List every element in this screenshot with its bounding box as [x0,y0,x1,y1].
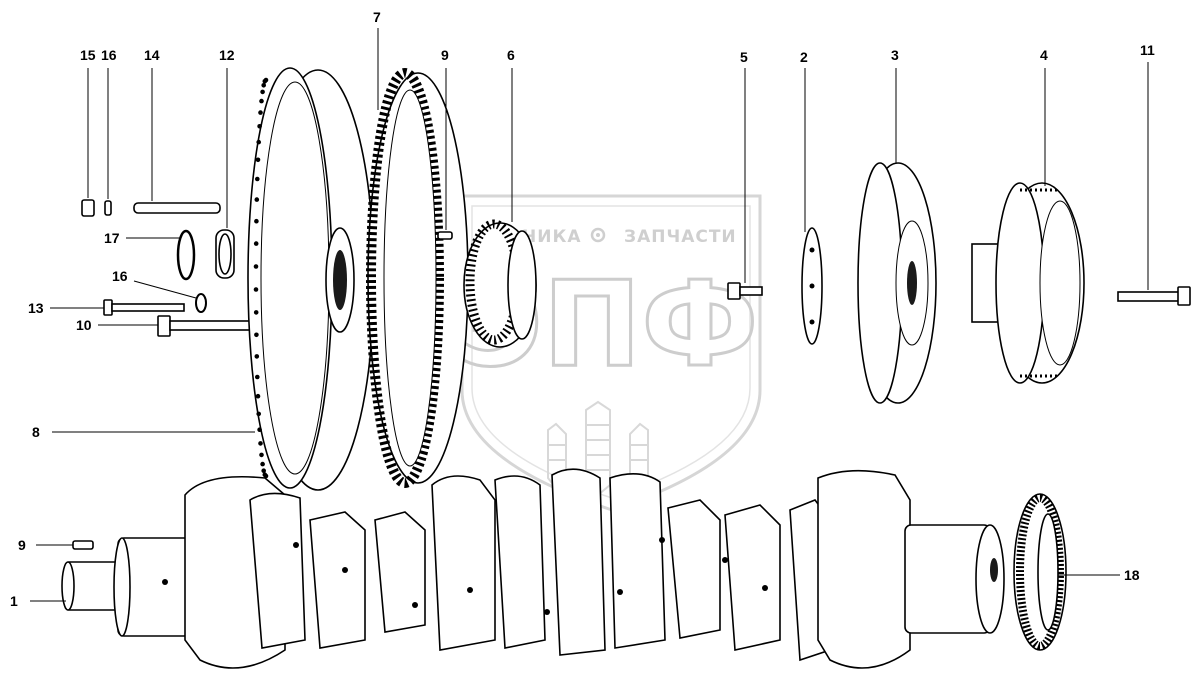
part-15-nut [81,68,95,217]
flywheel-bolt-hole [254,374,260,380]
callout-10: 10 [76,317,92,333]
gear-icon [590,227,606,243]
flywheel-bolt-hole [254,197,260,202]
part-3-damper [857,68,937,404]
watermark-text-left: НИКА [522,227,582,247]
part-9-dowel-lower [36,540,94,550]
callout-16-top: 16 [101,47,117,63]
flywheel-bolt-hole [253,264,259,269]
part-13-bolt [50,299,185,316]
flywheel-bolt-hole [261,83,267,88]
callout-13: 13 [28,300,44,316]
part-16-washer-top [104,68,112,216]
flywheel-bolt-hole [253,310,259,315]
flywheel-bolt-hole [254,218,259,224]
flywheel-bolt-hole [259,452,264,458]
callout-7: 7 [373,9,381,25]
part-5-bolt [727,68,763,300]
part-9-dowel-upper [437,68,453,240]
flywheel-bolt-hole [253,287,259,292]
part-4-pulley [971,68,1085,384]
part-17-ring [126,229,196,281]
flywheel-bolt-hole [262,79,268,84]
callout-11: 11 [1140,42,1155,58]
part-10-bolt [98,315,253,337]
flywheel-bolt-hole [254,354,260,359]
flywheel-bolt-hole [256,411,262,417]
part-1-crankshaft [30,468,1005,669]
flywheel-bolt-hole [255,157,261,163]
part-7-ring-gear [366,28,469,488]
flywheel-bolt-hole [255,393,261,399]
callout-5: 5 [740,49,748,65]
callout-8: 8 [32,424,40,440]
flywheel-bolt-hole [263,473,269,479]
part-14-pin [133,68,221,214]
flywheel-bolt-hole [253,241,259,246]
flywheel-bolt-hole [261,468,267,474]
callout-17: 17 [104,230,120,246]
part-11-bolt [1117,62,1191,306]
flywheel-bolt-hole [254,332,259,338]
callout-3: 3 [891,47,899,63]
flywheel-bolt-hole [258,110,263,115]
callout-1: 1 [10,593,18,609]
part-16-washer-bottom [133,280,207,313]
callouts: 15 16 14 12 7 9 6 5 2 3 4 11 17 16 13 10… [10,9,1155,609]
part-6-gear [463,68,537,348]
callout-18: 18 [1124,567,1140,583]
callout-9-bottom: 9 [18,537,26,553]
flywheel-bolt-hole [257,124,262,129]
callout-4: 4 [1040,47,1048,63]
part-18-gear [1013,493,1120,651]
callout-14: 14 [144,47,160,63]
callout-15: 15 [80,47,96,63]
part-12-bushing [215,68,235,279]
flywheel-bolt-hole [259,98,264,104]
flywheel-bolt-hole [254,176,260,182]
flywheel-bolt-hole [256,139,262,145]
flywheel-bolt-hole [260,89,265,95]
watermark-text-right: ЗАПЧАСТИ [624,227,737,247]
flywheel-bolt-hole [260,461,265,467]
part-2-plate [801,68,823,345]
callout-6: 6 [507,47,515,63]
callout-12: 12 [219,47,235,63]
callout-2: 2 [800,49,808,65]
callout-9-top: 9 [441,47,449,63]
flywheel-bolt-hole [257,427,262,433]
part-8-flywheel [52,67,375,491]
callout-16-bottom: 16 [112,268,128,284]
flywheel-bolt-hole [258,441,263,446]
